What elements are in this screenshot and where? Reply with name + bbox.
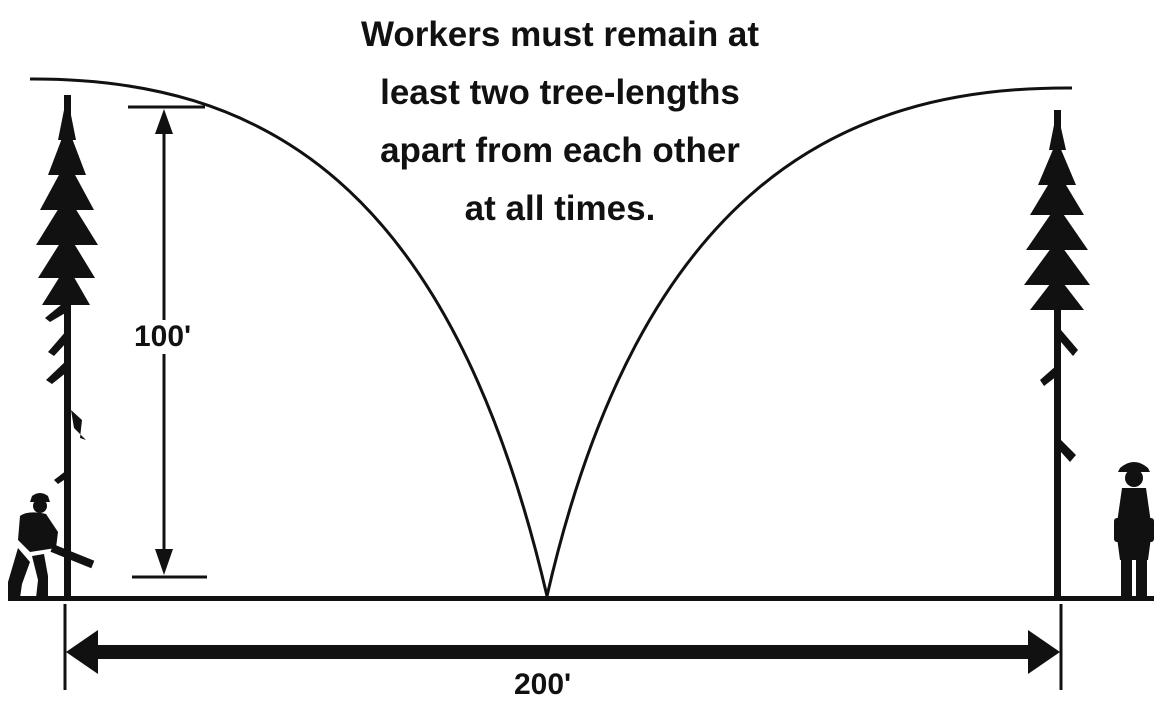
firefighter-icon — [1114, 462, 1154, 598]
left-fall-arc — [29, 77, 549, 597]
caption-line: Workers must remain at — [360, 15, 760, 54]
tree-height-label: 100' — [132, 320, 194, 354]
sawyer-with-chainsaw-icon — [8, 493, 95, 598]
height-arrow-up-head — [155, 109, 173, 134]
caption-line: at all times. — [464, 189, 656, 228]
caption-line: apart from each other — [380, 131, 740, 170]
safety-caption: Workers must remain at least two tree-le… — [290, 6, 830, 238]
conifer-tree-icon — [36, 95, 98, 600]
width-arrow-right-head — [1028, 630, 1060, 674]
height-arrow-down-head — [155, 549, 173, 575]
width-dimension — [63, 604, 1063, 690]
width-arrow-shaft — [90, 645, 1040, 659]
width-arrow-left-head — [66, 630, 98, 674]
ground-line — [8, 596, 1154, 601]
conifer-tree-icon — [1024, 110, 1090, 600]
caption-line: least two tree-lengths — [380, 73, 740, 112]
right-fall-arc — [545, 86, 1073, 597]
separation-distance-label: 200' — [510, 668, 576, 702]
